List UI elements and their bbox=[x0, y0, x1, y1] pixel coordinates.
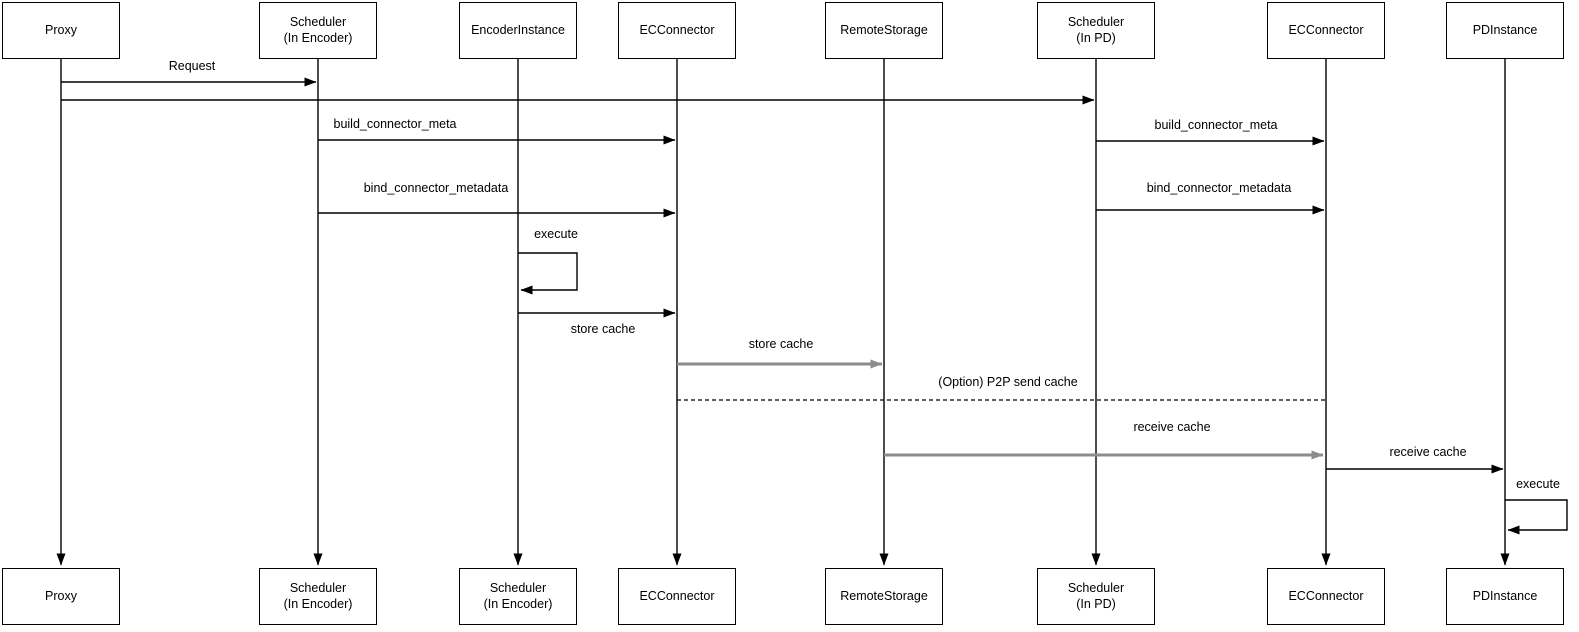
participant-label: PDInstance bbox=[1472, 22, 1538, 37]
message-label-execute-pd: execute bbox=[1514, 477, 1562, 491]
participant-label: RemoteStorage bbox=[840, 588, 928, 603]
participant-bottom-pd-instance: PDInstance bbox=[1446, 568, 1564, 625]
participant-label: ECConnector bbox=[1288, 588, 1364, 603]
participant-label: RemoteStorage bbox=[840, 22, 928, 37]
message-label-bind-connector-metadata-left: bind_connector_metadata bbox=[361, 181, 511, 195]
participant-bottom-scheduler-pd: Scheduler (In PD) bbox=[1037, 568, 1155, 625]
message-arrow-execute-encoder-self-loop bbox=[518, 252, 578, 295]
participant-bottom-remote-storage: RemoteStorage bbox=[825, 568, 943, 625]
participant-label: ECConnector bbox=[639, 22, 715, 37]
participant-top-remote-storage: RemoteStorage bbox=[825, 2, 943, 59]
participant-top-scheduler-encoder: Scheduler (In Encoder) bbox=[259, 2, 377, 59]
message-label-receive-cache-1: receive cache bbox=[1131, 420, 1213, 434]
participant-bottom-ec-connector-left: ECConnector bbox=[618, 568, 736, 625]
participant-label: Scheduler (In Encoder) bbox=[283, 580, 353, 611]
participant-top-ec-connector-right: ECConnector bbox=[1267, 2, 1385, 59]
participant-label: PDInstance bbox=[1472, 588, 1538, 603]
message-arrow-execute-pd-self-loop bbox=[1505, 499, 1568, 535]
participant-label: Scheduler (In PD) bbox=[1067, 14, 1125, 45]
participant-top-scheduler-pd: Scheduler (In PD) bbox=[1037, 2, 1155, 59]
participant-bottom-proxy: Proxy bbox=[2, 568, 120, 625]
participant-label: Proxy bbox=[45, 22, 77, 37]
participant-top-proxy: Proxy bbox=[2, 2, 120, 59]
participant-label: Scheduler (In Encoder) bbox=[283, 14, 353, 45]
participant-top-encoder-instance: EncoderInstance bbox=[459, 2, 577, 59]
message-label-store-cache-2: store cache bbox=[746, 337, 816, 351]
message-label-bind-connector-metadata-right: bind_connector_metadata bbox=[1144, 181, 1294, 195]
participant-bottom-encoder-instance: Scheduler (In Encoder) bbox=[459, 568, 577, 625]
participant-label: EncoderInstance bbox=[471, 22, 565, 37]
participant-label: Scheduler (In PD) bbox=[1067, 580, 1125, 611]
participant-bottom-ec-connector-right: ECConnector bbox=[1267, 568, 1385, 625]
participant-label: Proxy bbox=[45, 588, 77, 603]
message-label-store-cache-1: store cache bbox=[568, 322, 638, 336]
message-label-build-connector-meta-right: build_connector_meta bbox=[1152, 118, 1280, 132]
message-label-p2p-send-cache: (Option) P2P send cache bbox=[936, 375, 1080, 389]
message-label-execute-encoder: execute bbox=[532, 227, 580, 241]
message-label-request: Request bbox=[166, 59, 218, 73]
participant-top-ec-connector-left: ECConnector bbox=[618, 2, 736, 59]
participant-label: Scheduler (In Encoder) bbox=[483, 580, 553, 611]
participant-label: ECConnector bbox=[639, 588, 715, 603]
message-label-build-connector-meta-left: build_connector_meta bbox=[331, 117, 459, 131]
participant-top-pd-instance: PDInstance bbox=[1446, 2, 1564, 59]
participant-bottom-scheduler-encoder: Scheduler (In Encoder) bbox=[259, 568, 377, 625]
participant-label: ECConnector bbox=[1288, 22, 1364, 37]
message-label-receive-cache-2: receive cache bbox=[1387, 445, 1469, 459]
